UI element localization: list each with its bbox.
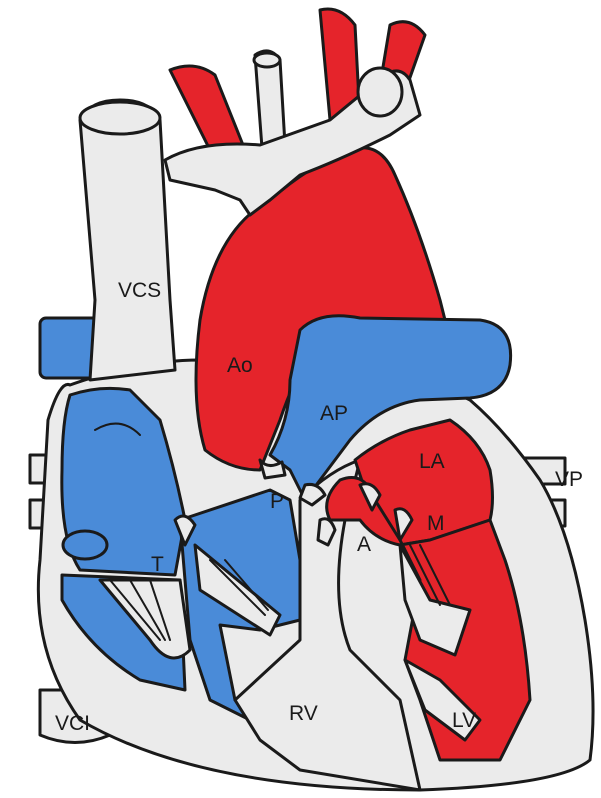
label-p: P <box>270 490 284 513</box>
label-ap: AP <box>320 402 348 425</box>
label-m: M <box>427 512 445 535</box>
label-lv: LV <box>452 709 476 732</box>
label-vci: VCI <box>55 712 90 735</box>
label-vcs: VCS <box>118 279 161 302</box>
vena-cava-superior <box>80 100 175 380</box>
label-a: A <box>357 533 371 556</box>
label-t: T <box>151 553 164 576</box>
label-ao: Ao <box>227 354 253 377</box>
label-la: LA <box>419 450 445 473</box>
label-vp: VP <box>555 468 583 491</box>
label-rv: RV <box>289 702 318 725</box>
